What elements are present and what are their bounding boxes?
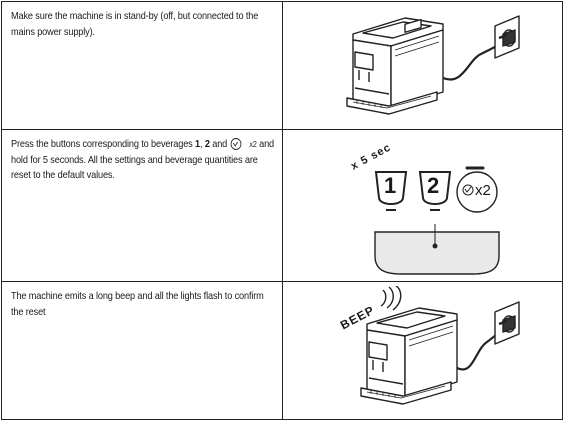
step-3-image-cell: BEEP [283,282,562,419]
coffee-machine-beep-illustration [360,301,520,405]
step-3-text-cell: The machine emits a long beep and all th… [2,282,283,419]
double-cup-button-label: x2 [475,182,491,199]
step-2-text-cell: Press the buttons corresponding to bever… [2,130,283,281]
control-panel-illustration [374,224,500,275]
step-2-text: Press the buttons corresponding to bever… [11,137,275,181]
step-row-3: The machine emits a long beep and all th… [2,282,562,419]
beverage-1-button-icon [374,171,408,211]
step-row-1: Make sure the machine is in stand-by (of… [2,2,562,130]
double-cup-button-icon [456,166,498,213]
step-2-image-cell: x 5 sec 1 2 x2 [283,130,562,281]
double-cup-label: x2 [249,140,257,149]
beverage-2-ref: 2 [204,139,210,150]
sound-waves-icon [380,286,402,311]
step-1-image-cell [283,2,562,129]
step-1-text-cell: Make sure the machine is in stand-by (of… [2,2,283,129]
beverage-1-button-label: 1 [384,173,397,198]
beverage-2-button-icon [418,171,452,211]
beverage-1-ref: 1 [195,139,201,150]
step-3-text: The machine emits a long beep and all th… [11,291,264,318]
coffee-machine-plugged-illustration [346,15,520,115]
step-1-text: Make sure the machine is in stand-by (of… [11,11,259,38]
step-row-2: Press the buttons corresponding to bever… [2,130,562,282]
double-cup-icon [230,137,250,151]
beverage-2-button-label: 2 [427,173,440,198]
